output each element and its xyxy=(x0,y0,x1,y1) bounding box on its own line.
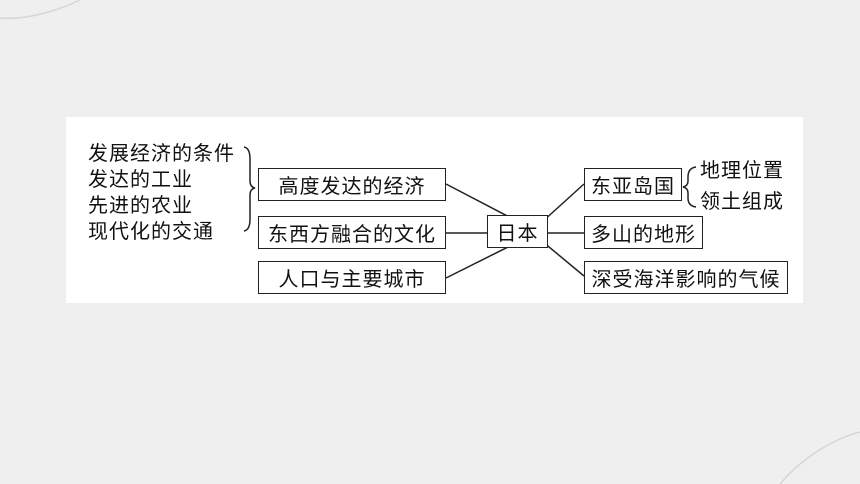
island-box: 东亚岛国 xyxy=(584,168,682,201)
condition-transport: 现代化的交通 xyxy=(88,219,214,243)
condition-agriculture: 先进的农业 xyxy=(88,193,193,217)
condition-heading: 发展经济的条件 xyxy=(88,141,235,165)
mind-map-panel: 发展经济的条件 发达的工业 先进的农业 现代化的交通 高度发达的经济 东西方融合… xyxy=(66,117,803,303)
detail-territory: 领土组成 xyxy=(700,189,784,213)
conditions-brace xyxy=(243,146,256,232)
japan-center-box: 日本 xyxy=(487,215,548,248)
climate-box: 深受海洋影响的气候 xyxy=(584,261,788,294)
terrain-box: 多山的地形 xyxy=(584,216,703,249)
culture-box: 东西方融合的文化 xyxy=(258,216,446,249)
economy-box: 高度发达的经济 xyxy=(258,168,446,201)
population-box: 人口与主要城市 xyxy=(258,261,446,294)
condition-industry: 发达的工业 xyxy=(88,167,193,191)
detail-location: 地理位置 xyxy=(700,158,784,182)
connector-lines xyxy=(243,146,697,279)
island-brace xyxy=(682,166,697,208)
